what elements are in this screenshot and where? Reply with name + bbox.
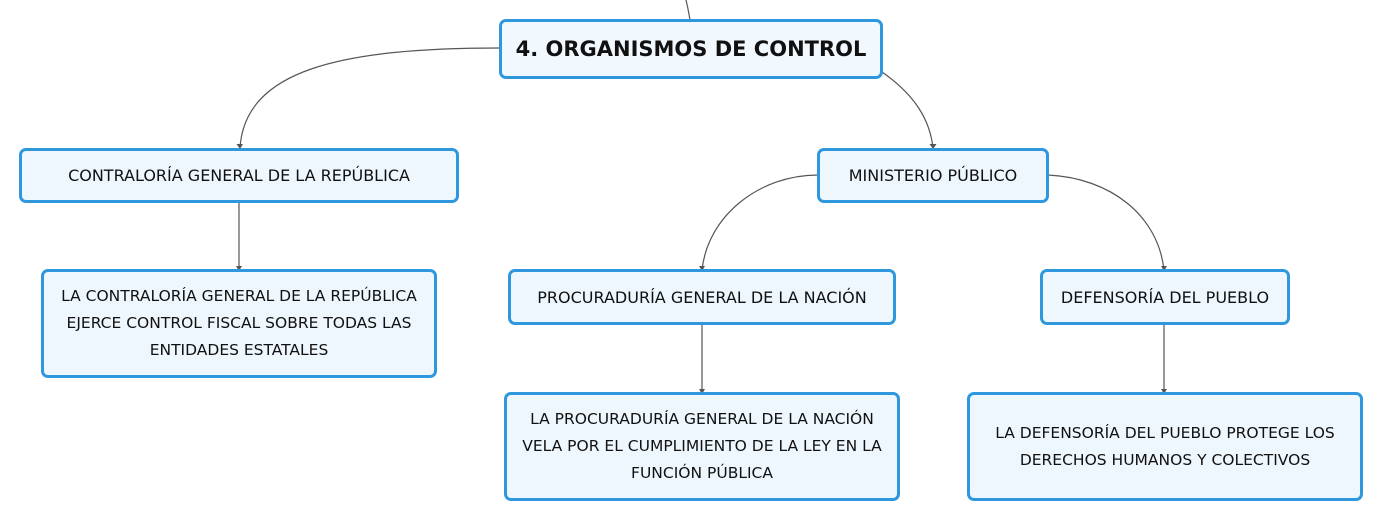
arrowhead-contraloria [236,144,243,149]
node-organismos-de-control[interactable]: 4. ORGANISMOS DE CONTROL [499,19,883,79]
connector-root-incoming [685,0,691,21]
connector-root-ministerio [881,71,934,149]
node-procuraduria-description[interactable]: LA PROCURADURÍA GENERAL DE LA NACIÓN VEL… [504,392,900,501]
node-defensoria-description[interactable]: LA DEFENSORÍA DEL PUEBLO PROTEGE LOS DER… [967,392,1363,501]
node-contraloria-description[interactable]: LA CONTRALORÍA GENERAL DE LA REPÚBLICA E… [41,269,437,378]
arrowhead-contraloria-desc [236,266,242,271]
arrowhead-procuraduria [699,266,705,271]
arrowhead-ministerio [929,144,937,149]
arrowhead-defensoria [1161,266,1167,271]
node-ministerio-publico[interactable]: MINISTERIO PÚBLICO [817,148,1049,203]
node-procuraduria[interactable]: PROCURADURÍA GENERAL DE LA NACIÓN [508,269,896,325]
node-label: LA PROCURADURÍA GENERAL DE LA NACIÓN VEL… [522,410,882,482]
node-label: CONTRALORÍA GENERAL DE LA REPÚBLICA [68,166,410,185]
node-label: LA DEFENSORÍA DEL PUEBLO PROTEGE LOS DER… [995,423,1335,469]
node-defensoria[interactable]: DEFENSORÍA DEL PUEBLO [1040,269,1290,325]
arrowhead-defensoria-desc [1161,389,1167,394]
arrowhead-procuraduria-desc [699,389,705,394]
node-label: DEFENSORÍA DEL PUEBLO [1060,287,1270,307]
connector-ministerio-defensoria [1047,174,1165,271]
node-label: LA CONTRALORÍA GENERAL DE LA REPÚBLICA E… [61,287,417,359]
node-label: PROCURADURÍA GENERAL DE LA NACIÓN [537,287,867,307]
node-contraloria[interactable]: CONTRALORÍA GENERAL DE LA REPÚBLICA [19,148,459,203]
node-label: 4. ORGANISMOS DE CONTROL [515,36,867,61]
node-label: MINISTERIO PÚBLICO [848,166,1018,185]
connector-ministerio-procuraduria [701,174,819,271]
connector-root-contraloria [239,47,501,149]
